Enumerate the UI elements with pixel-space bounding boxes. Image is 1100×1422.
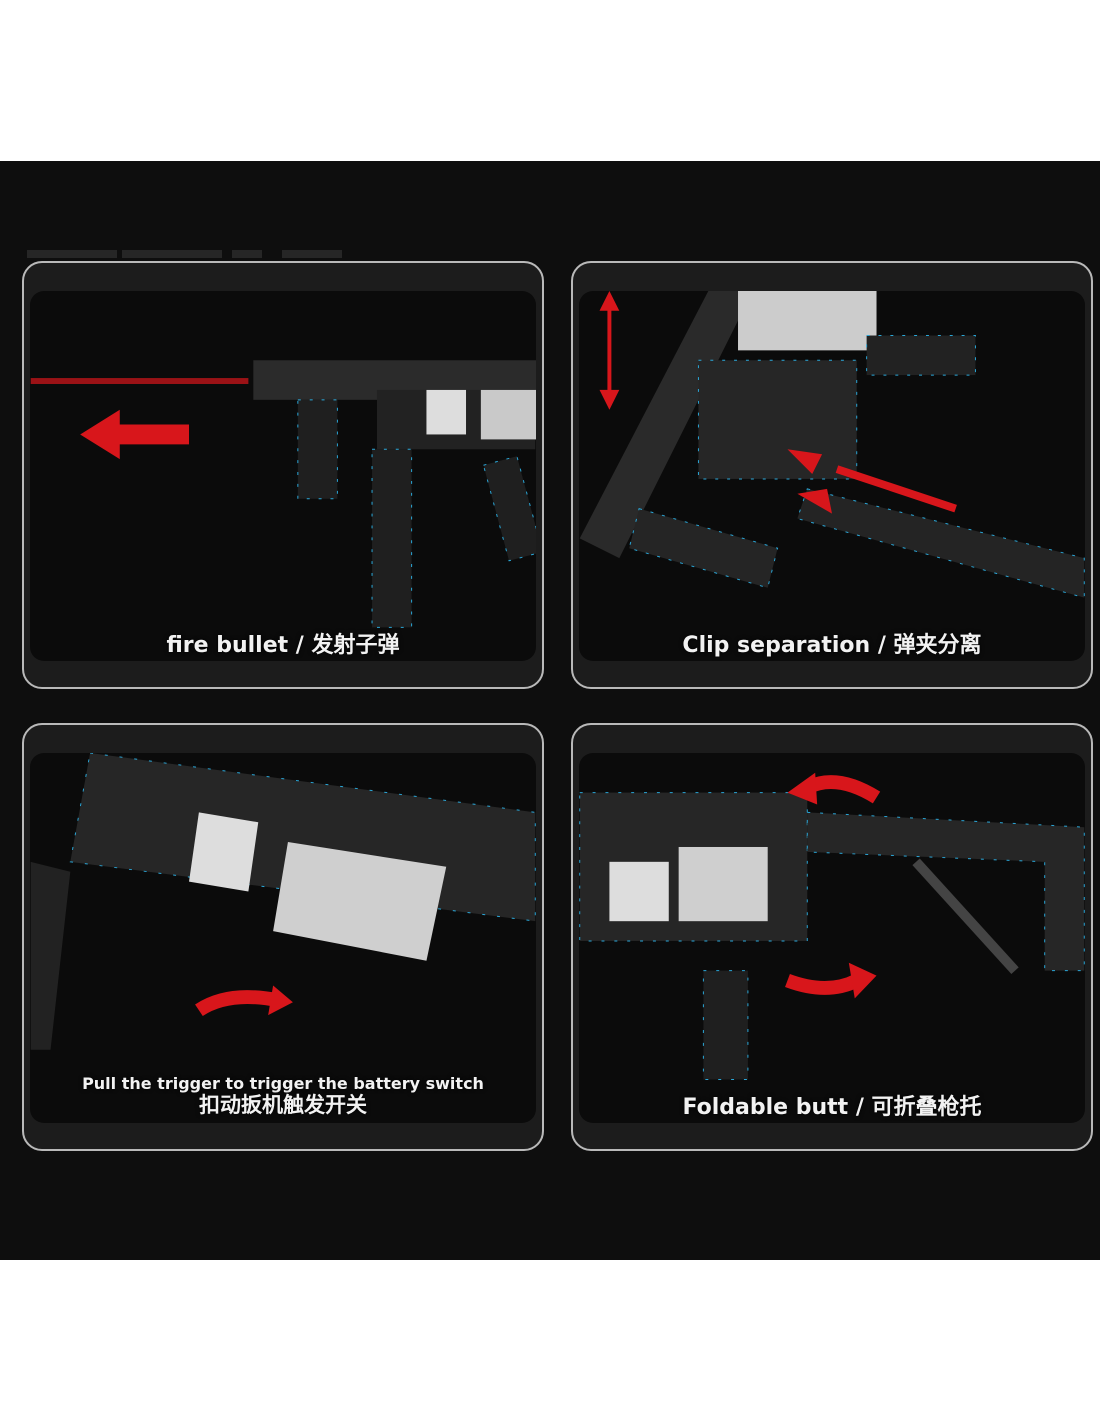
product-image <box>30 291 536 661</box>
gun-illustration <box>30 753 536 1050</box>
arrow-curved-icon <box>787 772 818 805</box>
arrow-left-icon <box>80 409 190 460</box>
arrow-updown-icon <box>599 291 620 410</box>
caption: Foldable butt / 可折叠枪托 <box>682 1095 982 1120</box>
panel-trigger: Pull the trigger to trigger the battery … <box>22 723 544 1151</box>
caption: fire bullet / 发射子弹 <box>166 633 400 658</box>
product-image <box>30 753 536 1123</box>
decor-bar <box>122 250 222 258</box>
caption: Clip separation / 弹夹分离 <box>682 633 982 658</box>
product-image <box>579 753 1085 1123</box>
decor-bar <box>27 250 117 258</box>
caption-english: Pull the trigger to trigger the battery … <box>82 1074 484 1093</box>
decor-bar <box>232 250 262 258</box>
panel-fire-bullet: fire bullet / 发射子弹 <box>22 261 544 689</box>
gun-illustration <box>30 360 536 628</box>
caption-chinese: 扣动扳机触发开关 <box>199 1093 367 1117</box>
panel-clip-separation: Clip separation / 弹夹分离 <box>571 261 1093 689</box>
panel-foldable-butt: Foldable butt / 可折叠枪托 <box>571 723 1093 1151</box>
arrow-curved-icon <box>848 962 877 999</box>
arrow-curved-icon <box>268 985 293 1016</box>
decor-bar <box>282 250 342 258</box>
gun-illustration <box>579 291 1085 599</box>
gun-illustration <box>579 772 1085 1080</box>
product-image <box>579 291 1085 661</box>
